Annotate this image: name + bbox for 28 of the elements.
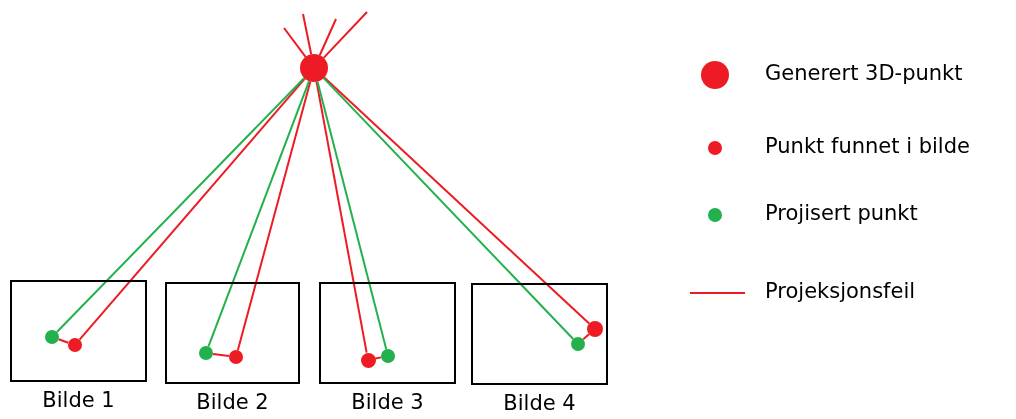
ray-line <box>318 18 337 57</box>
legend-label: Projisert punkt <box>765 201 918 225</box>
ray-line <box>302 13 313 56</box>
projection-line <box>236 80 312 352</box>
image-label: Bilde 4 <box>503 391 576 415</box>
detected-point <box>68 338 82 352</box>
image-label: Bilde 1 <box>42 388 115 412</box>
error-line <box>582 333 590 341</box>
projected-point <box>381 349 395 363</box>
legend-label: Generert 3D-punkt <box>765 61 963 85</box>
image-label: Bilde 2 <box>196 390 269 414</box>
legend-label: Punkt funnet i bilde <box>765 134 970 158</box>
detected-point <box>360 352 376 368</box>
legend-label: Projeksjonsfeil <box>765 279 916 303</box>
error-line <box>374 356 383 360</box>
detected-point <box>229 350 243 364</box>
projected-point <box>199 346 213 360</box>
image-label: Bilde 3 <box>351 390 424 414</box>
generated-3d-point <box>300 54 328 82</box>
projection-line <box>207 80 311 348</box>
ray-line <box>283 27 307 58</box>
detected-point <box>587 321 603 337</box>
projected-point <box>45 330 59 344</box>
ray-line <box>322 11 368 59</box>
projected-point <box>571 337 585 351</box>
projection-line <box>316 80 388 351</box>
projection-line <box>315 80 368 354</box>
error-line <box>211 352 231 358</box>
